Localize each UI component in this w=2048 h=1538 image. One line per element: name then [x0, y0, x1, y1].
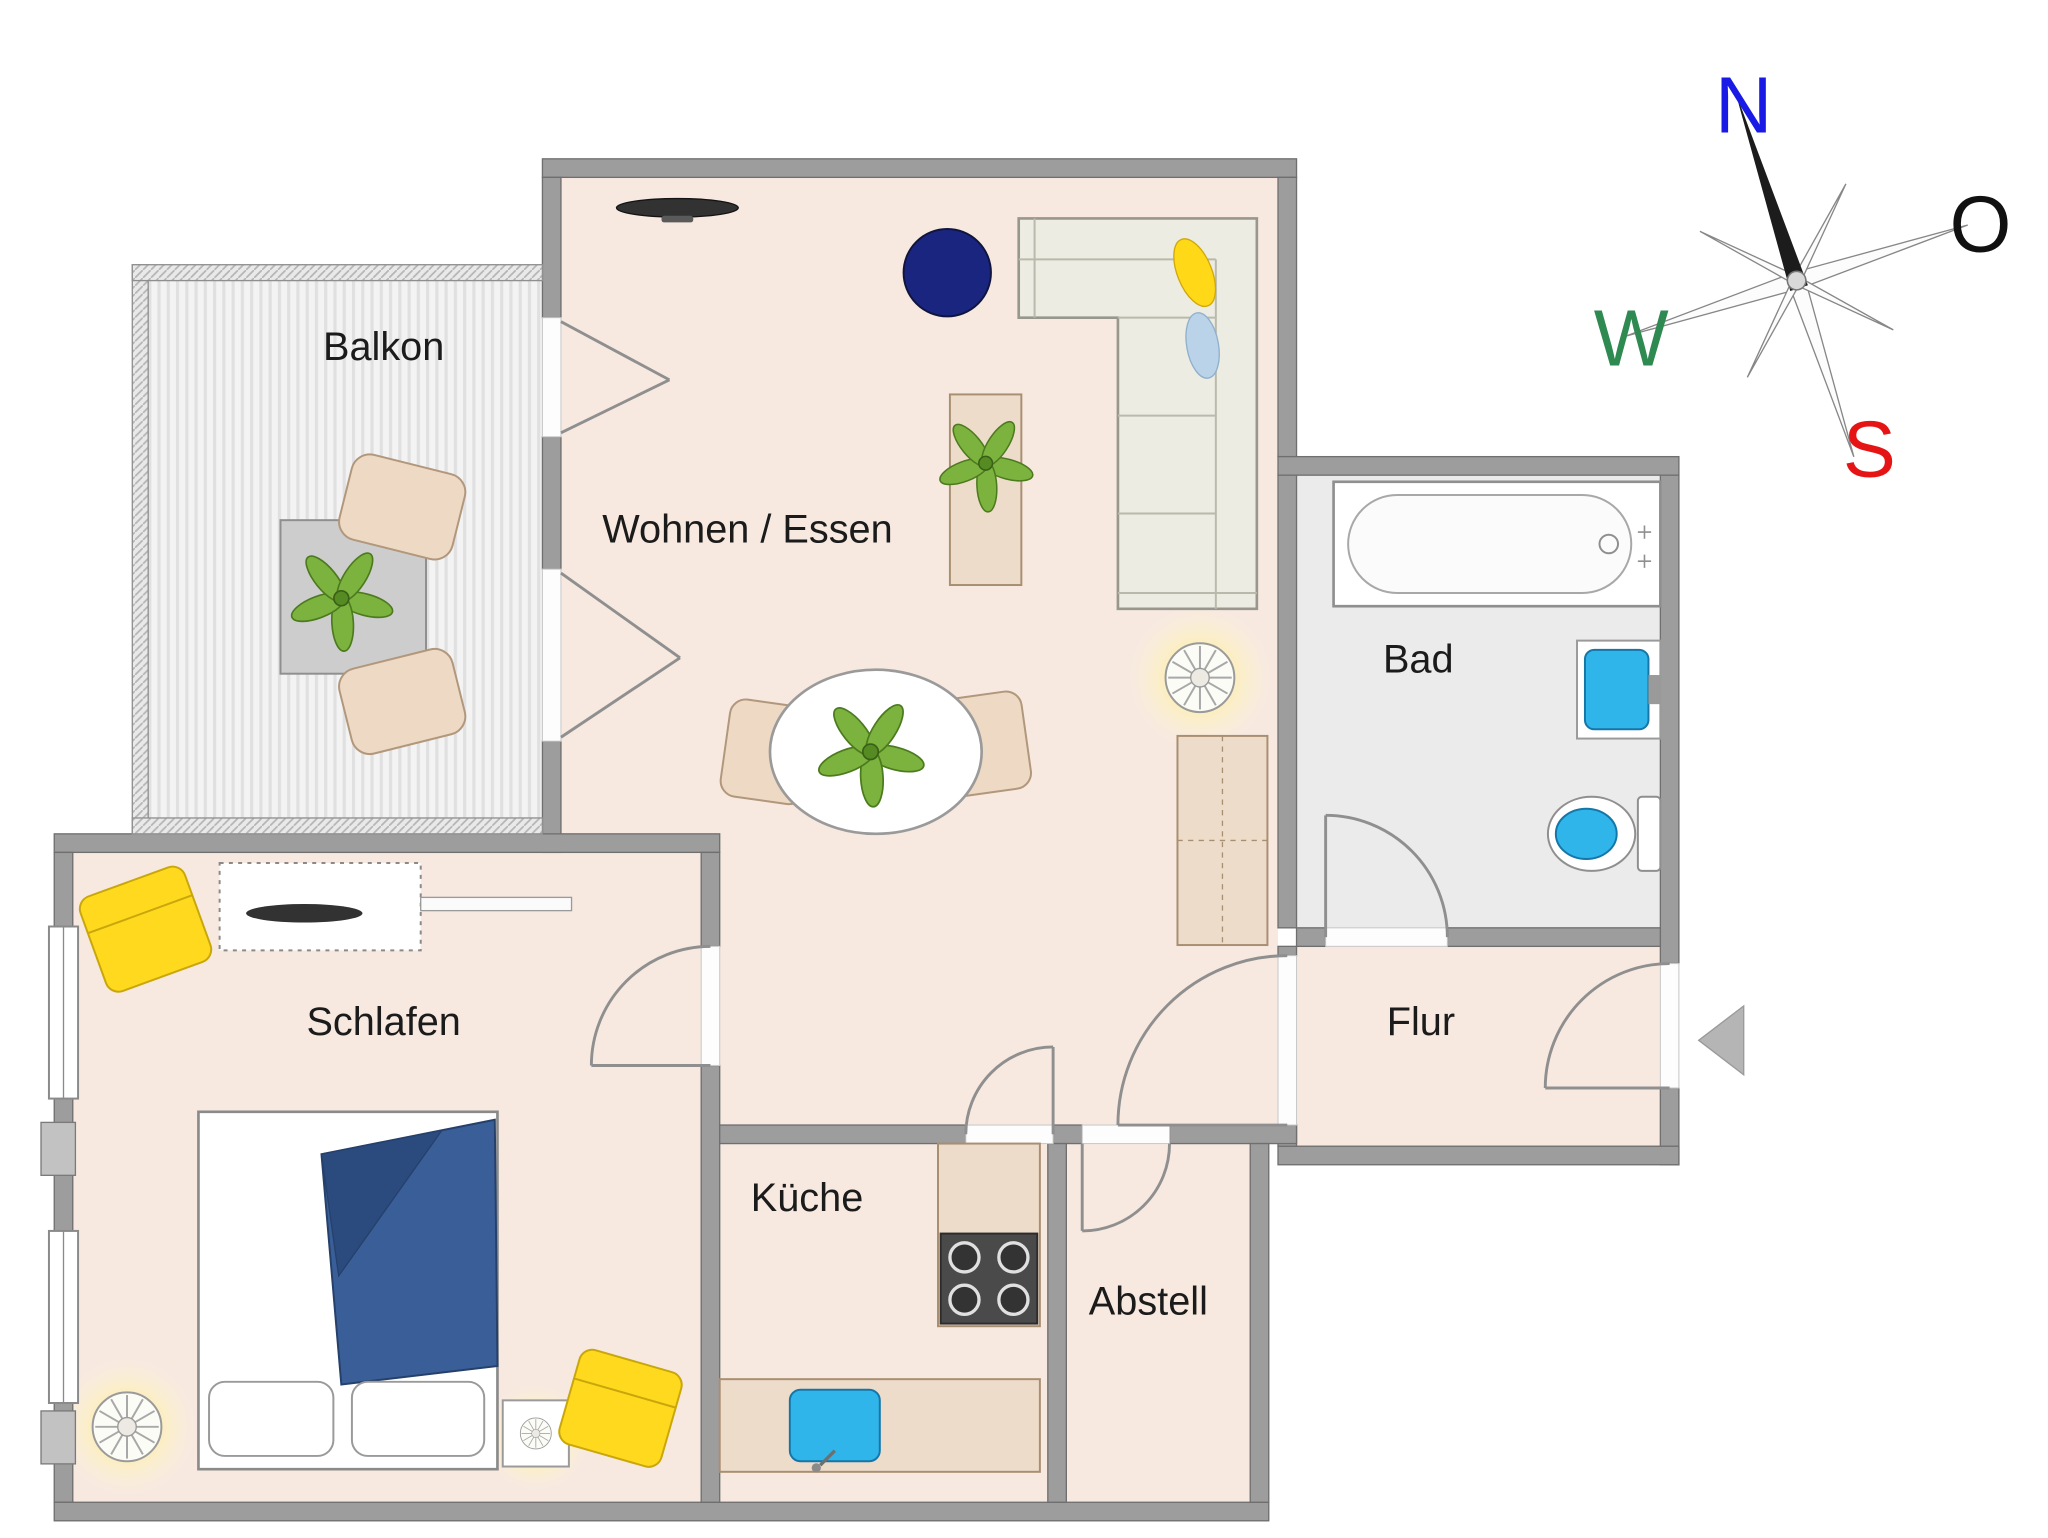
room-floor-flur	[1278, 946, 1661, 1147]
compass-label-east: O	[1950, 179, 2012, 268]
wall-pillar	[40, 1410, 77, 1465]
compass-label-north: N	[1715, 60, 1772, 149]
pouf	[902, 227, 992, 318]
door-bad	[1324, 813, 1449, 938]
compass-label-west: W	[1594, 293, 1669, 382]
room-label-balkon: Balkon	[323, 325, 444, 369]
pillow	[208, 1380, 335, 1457]
room-labels: Balkon Wohnen / Essen Bad Schlafen Flur …	[306, 325, 1455, 1323]
compass-rose: N O W S	[1594, 60, 2012, 493]
room-floor-abstell	[1066, 1143, 1251, 1503]
compass-label-south: S	[1843, 404, 1896, 493]
balcony-wall	[131, 264, 149, 835]
room-label-kueche: Küche	[751, 1176, 864, 1220]
doors	[560, 320, 1670, 1233]
threshold	[541, 317, 562, 438]
balcony-chair	[338, 453, 467, 561]
wicker-basket	[91, 1391, 163, 1463]
stove	[939, 1232, 1039, 1325]
door-flur	[1116, 954, 1288, 1127]
compass-hub	[1786, 270, 1807, 291]
threshold	[965, 1124, 1054, 1145]
door-abstell	[1080, 1143, 1171, 1233]
threshold	[1325, 927, 1448, 947]
kitchen-sink	[788, 1388, 881, 1473]
furniture-layer	[78, 197, 1662, 1473]
room-label-schlafen: Schlafen	[306, 1000, 460, 1044]
room-label-flur: Flur	[1387, 1000, 1455, 1044]
threshold	[1277, 955, 1298, 1126]
threshold	[541, 568, 562, 742]
balcony-table-set	[279, 453, 467, 756]
room-label-abstell: Abstell	[1089, 1279, 1208, 1323]
room-label-wohnen: Wohnen / Essen	[602, 508, 892, 552]
burner	[997, 1283, 1030, 1316]
toilet	[1546, 795, 1662, 872]
chair-yellow	[558, 1348, 683, 1468]
pillow-blue	[1185, 312, 1220, 379]
balcony-chair	[338, 647, 467, 756]
blanket-fold	[320, 1129, 444, 1278]
pillow-yellow	[1173, 238, 1217, 308]
door-balcony-upper	[560, 320, 671, 435]
door-entrance	[1543, 962, 1670, 1090]
burner	[948, 1241, 981, 1274]
cabinet	[1176, 734, 1269, 947]
openings	[47, 317, 1680, 1404]
pillow	[350, 1380, 486, 1457]
compass-needle-north	[1735, 91, 1808, 292]
tv-icon	[615, 197, 739, 223]
bathroom-sink	[1576, 639, 1662, 740]
tv-icon	[246, 904, 363, 923]
wall-pillar	[40, 1121, 77, 1177]
door-schlafen	[589, 944, 711, 1067]
burner	[997, 1241, 1030, 1274]
bathtub	[1332, 480, 1662, 608]
dining-set	[719, 668, 1032, 836]
clothes-rail	[420, 896, 573, 912]
balcony-wall	[131, 264, 544, 282]
wicker-basket	[519, 1417, 552, 1450]
threshold	[1081, 1124, 1171, 1145]
wicker-basket	[1164, 642, 1236, 714]
room-label-bad: Bad	[1383, 637, 1454, 681]
sideboard	[935, 393, 1036, 587]
walls	[40, 158, 1680, 1522]
balcony-wall	[131, 817, 544, 835]
door-balcony-lower	[560, 571, 681, 739]
entrance-arrow-icon	[1697, 1004, 1745, 1077]
armchair-yellow	[78, 865, 213, 993]
door-kueche	[964, 1045, 1055, 1135]
dresser-tv	[218, 861, 573, 952]
double-bed	[197, 1110, 499, 1471]
corner-sofa	[1017, 217, 1259, 611]
room-floor-wohnen	[560, 177, 1279, 1144]
side-table	[501, 1399, 570, 1468]
threshold	[700, 945, 721, 1067]
threshold	[1659, 963, 1680, 1089]
burner	[948, 1283, 981, 1316]
